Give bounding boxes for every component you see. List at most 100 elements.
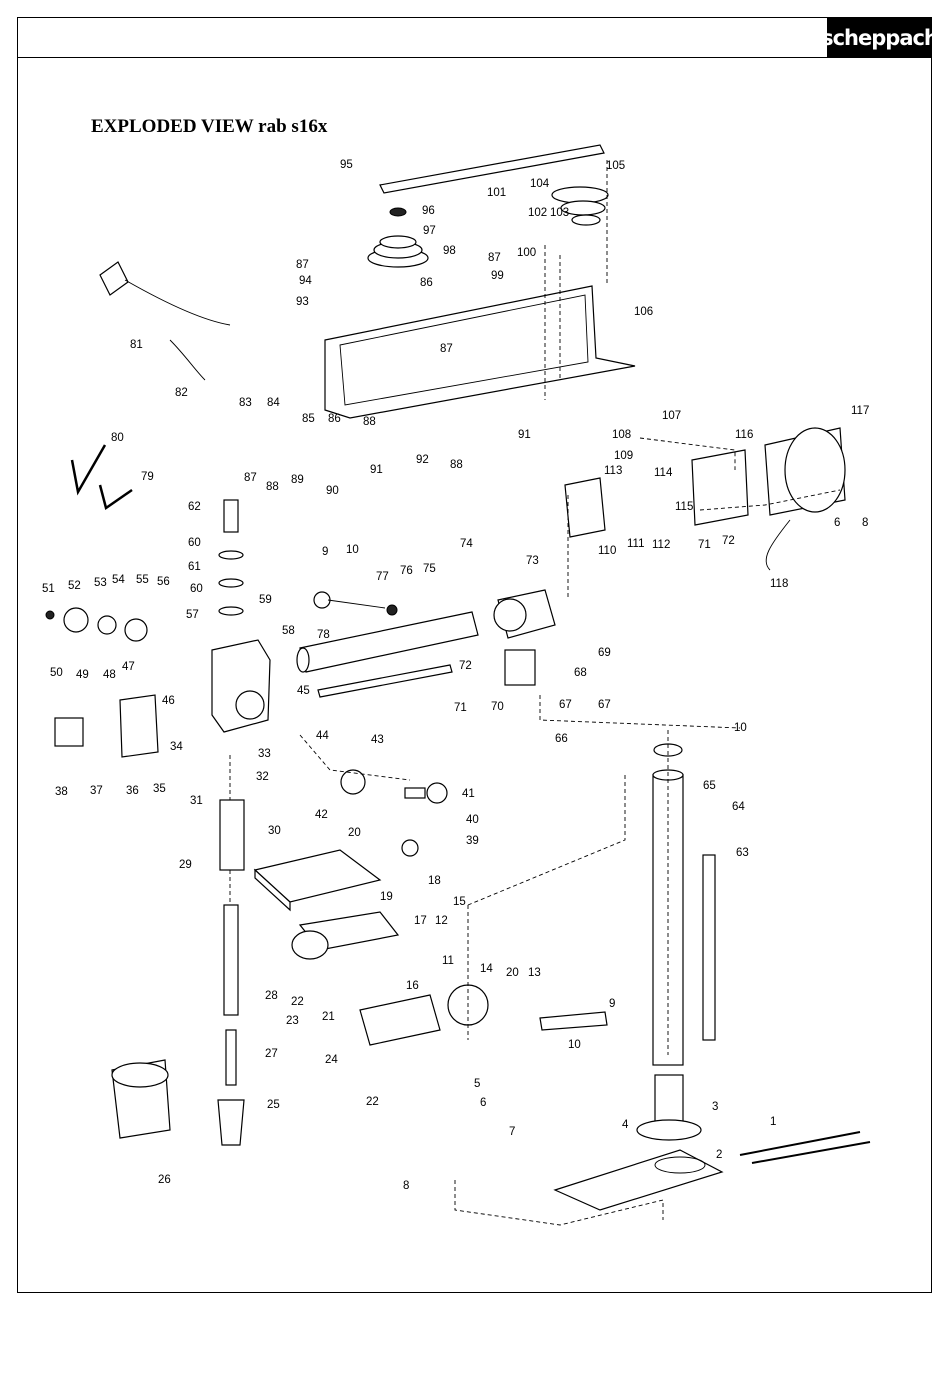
belt-guard-cover	[324, 144, 636, 419]
support-rails	[739, 1131, 871, 1164]
part-label: 70	[491, 701, 504, 713]
part-label: 62	[188, 501, 201, 513]
part-label: 93	[296, 296, 309, 308]
part-label: 88	[363, 416, 376, 428]
part-label: 87	[440, 343, 453, 355]
part-label: 18	[428, 875, 441, 887]
part-label: 43	[371, 734, 384, 746]
part-label: 20	[506, 967, 519, 979]
part-label: 64	[732, 801, 745, 813]
part-label: 60	[188, 537, 201, 549]
part-label: 28	[265, 990, 278, 1002]
part-label: 74	[460, 538, 473, 550]
part-label: 10	[568, 1039, 581, 1051]
part-label: 44	[316, 730, 329, 742]
part-label: 3	[712, 1101, 718, 1113]
part-label: 58	[282, 625, 295, 637]
part-label: 92	[416, 454, 429, 466]
part-label: 9	[609, 998, 615, 1010]
part-label: 27	[265, 1048, 278, 1060]
part-label: 56	[157, 576, 170, 588]
part-label: 39	[466, 835, 479, 847]
part-label: 65	[703, 780, 716, 792]
part-label: 118	[770, 578, 788, 590]
part-label: 12	[435, 915, 448, 927]
column	[652, 743, 716, 1066]
hex-keys	[70, 444, 133, 511]
part-label: 41	[462, 788, 475, 800]
part-label: 33	[258, 748, 271, 760]
part-label: 50	[50, 667, 63, 679]
part-label: 30	[268, 825, 281, 837]
part-label: 54	[112, 574, 125, 586]
switch-box	[54, 694, 159, 758]
part-label: 51	[42, 583, 55, 595]
chuck-guard	[111, 1059, 171, 1139]
column-base-flange	[636, 1074, 702, 1141]
part-label: 117	[851, 405, 869, 417]
part-label: 11	[442, 955, 454, 967]
part-label: 19	[380, 891, 393, 903]
part-label: 112	[652, 539, 670, 551]
part-label: 77	[376, 571, 389, 583]
part-label: 78	[317, 629, 330, 641]
part-label: 72	[722, 535, 735, 547]
part-label: 79	[141, 471, 154, 483]
page-title: EXPLODED VIEW rab s16x	[91, 116, 328, 137]
feed-handle	[340, 769, 448, 857]
part-label: 10	[734, 722, 747, 734]
part-label: 67	[598, 699, 611, 711]
part-label: 87	[296, 259, 309, 271]
part-label: 53	[94, 577, 107, 589]
head-casting	[211, 499, 271, 733]
part-label: 2	[716, 1149, 722, 1161]
part-label: 88	[450, 459, 463, 471]
part-label: 22	[366, 1096, 379, 1108]
part-label: 101	[487, 187, 506, 199]
part-label: 45	[297, 685, 310, 697]
part-label: 35	[153, 783, 166, 795]
part-label: 21	[322, 1011, 335, 1023]
part-label: 103	[550, 207, 569, 219]
part-label: 14	[480, 963, 493, 975]
power-cable	[99, 261, 231, 381]
brand-logo: scheppach	[821, 17, 939, 58]
base-plate	[553, 1149, 724, 1211]
part-label: 104	[530, 178, 550, 190]
part-label: 116	[735, 429, 753, 441]
table-bracket	[359, 984, 608, 1046]
part-label: 37	[90, 785, 103, 797]
part-label: 31	[190, 795, 203, 807]
part-label: 63	[736, 847, 749, 859]
part-label: 32	[256, 771, 269, 783]
part-label: 90	[326, 485, 339, 497]
part-label: 49	[76, 669, 89, 681]
part-label: 87	[244, 472, 257, 484]
part-label: 80	[111, 432, 124, 444]
part-label: 83	[239, 397, 252, 409]
part-label: 91	[518, 429, 531, 441]
part-label: 24	[325, 1054, 338, 1066]
part-label: 73	[526, 555, 539, 567]
part-label: 71	[454, 702, 467, 714]
part-label: 36	[126, 785, 139, 797]
quill-spindle	[217, 799, 245, 1146]
work-table	[253, 849, 382, 912]
part-label: 66	[555, 733, 568, 745]
part-label: 72	[459, 660, 472, 672]
motor-pulley	[551, 186, 609, 226]
part-label: 20	[348, 827, 361, 839]
part-label: 100	[517, 247, 536, 259]
sliding-beam	[296, 611, 479, 698]
part-label: 67	[559, 699, 572, 711]
spindle-pulley	[367, 207, 429, 268]
part-label: 52	[68, 580, 81, 592]
part-label: 17	[414, 915, 427, 927]
part-label: 29	[179, 859, 192, 871]
part-label: 111	[627, 538, 644, 550]
page-frame	[17, 17, 932, 1293]
part-label: 59	[259, 594, 272, 606]
part-label: 86	[420, 277, 433, 289]
part-label: 94	[299, 275, 312, 287]
part-label: 71	[698, 539, 711, 551]
